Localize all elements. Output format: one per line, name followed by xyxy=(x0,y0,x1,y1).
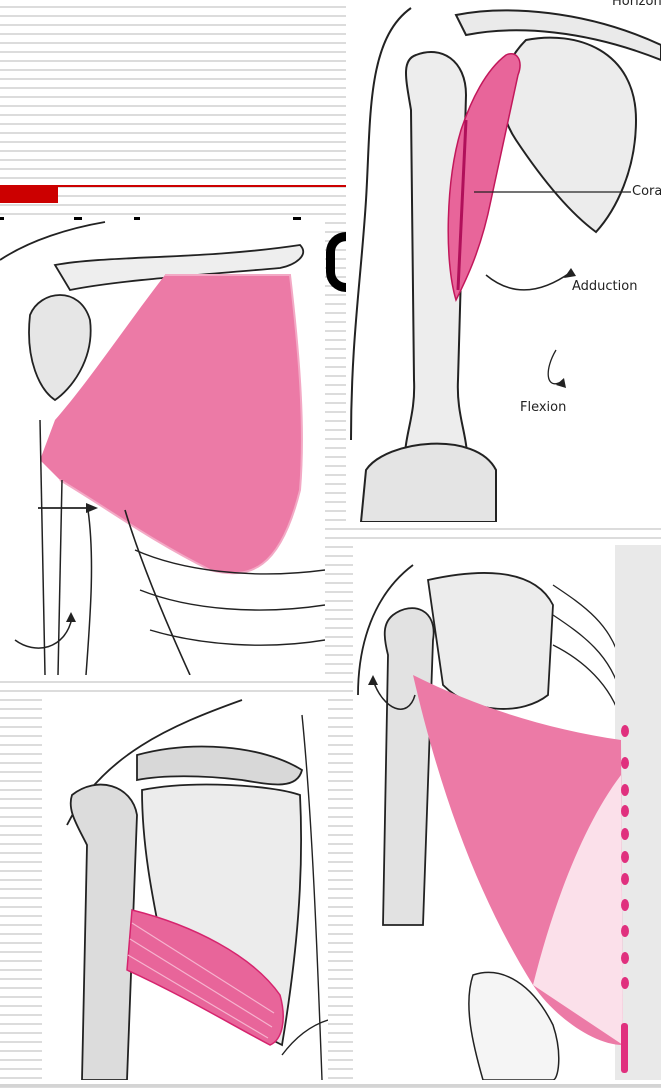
chest-anterior-drawing xyxy=(0,221,325,675)
back-posterior-drawing xyxy=(357,545,661,1080)
title-fragment-c xyxy=(326,232,346,292)
label-coracobrachialis: Cora xyxy=(632,184,661,199)
footer-rule xyxy=(0,1084,661,1087)
label-horizontal: Horizon xyxy=(612,0,661,9)
accent-rule xyxy=(0,185,346,187)
scapula-posterior-drawing xyxy=(66,699,328,1080)
arm-anterior-drawing xyxy=(350,7,661,522)
label-flexion: Flexion xyxy=(520,400,567,415)
title-fragment xyxy=(134,217,140,221)
accent-bar xyxy=(0,185,58,203)
pectoralis-major-illustration xyxy=(0,220,325,675)
title-fragment xyxy=(293,217,301,221)
title-fragment xyxy=(74,217,82,221)
teres-major-illustration xyxy=(42,695,328,1080)
coracobrachialis-illustration: Horizon Cora Adduction Flexion xyxy=(346,0,661,522)
label-adduction: Adduction xyxy=(572,279,638,294)
latissimus-dorsi-illustration xyxy=(353,545,661,1080)
vertebral-attachments xyxy=(621,725,629,1073)
